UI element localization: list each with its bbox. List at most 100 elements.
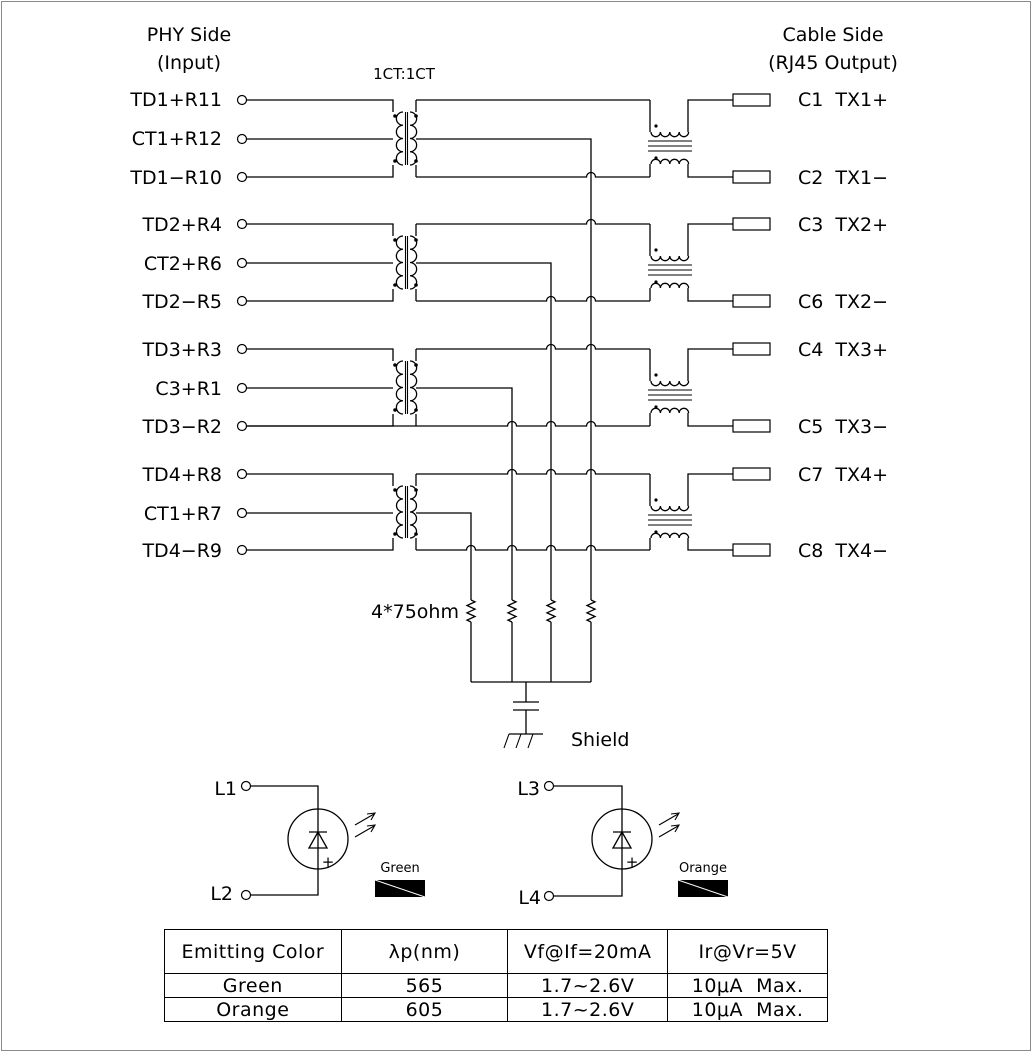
input-terminal bbox=[236, 343, 248, 355]
secondary-winding bbox=[409, 235, 418, 290]
polarity-dot bbox=[393, 363, 397, 367]
table-header-cell: λp(nm) bbox=[340, 929, 509, 974]
ct-bus bbox=[416, 262, 552, 600]
input-terminal bbox=[236, 507, 248, 519]
cable-side-subtitle: (RJ45 Output) bbox=[768, 52, 898, 74]
led-terminal bbox=[543, 780, 555, 792]
resistor bbox=[506, 599, 518, 623]
primary-wire bbox=[246, 538, 394, 551]
secondary-wire bbox=[416, 295, 650, 302]
rj45-contact bbox=[732, 170, 771, 184]
led-cathode-label: L4 bbox=[518, 887, 541, 909]
polarity-dot bbox=[654, 248, 658, 252]
input-terminal bbox=[236, 171, 248, 183]
light-arrow bbox=[658, 825, 679, 838]
led-anode-label: L3 bbox=[517, 778, 540, 800]
chassis-ground-hatch bbox=[515, 733, 522, 749]
input-terminal bbox=[236, 218, 248, 230]
polarity-dot bbox=[393, 532, 397, 536]
ct-bus bbox=[416, 512, 472, 600]
table-cell: Orange bbox=[164, 997, 342, 1022]
cable-pin-label: C5 TX3− bbox=[798, 416, 888, 438]
polarity-dot bbox=[414, 159, 418, 163]
chassis-ground-hatch bbox=[527, 733, 534, 749]
polarity-dot bbox=[414, 532, 418, 536]
primary-winding bbox=[395, 111, 404, 166]
cable-pin-label: C4 TX3+ bbox=[798, 339, 888, 361]
phy-pin-label: TD4−R9 bbox=[141, 540, 222, 562]
primary-wire bbox=[246, 473, 394, 486]
rj45-contact bbox=[732, 419, 771, 433]
polarity-dot bbox=[393, 238, 397, 242]
resistor-label: 4*75ohm bbox=[371, 601, 459, 623]
phy-pin-label: TD2+R4 bbox=[141, 214, 222, 236]
primary-wire bbox=[246, 99, 394, 112]
choke-output-wire bbox=[687, 288, 733, 302]
light-arrow bbox=[354, 813, 375, 826]
phy-pin-label: CT2+R6 bbox=[144, 253, 222, 275]
secondary-wire bbox=[416, 171, 650, 178]
polarity-dot bbox=[654, 530, 658, 534]
secondary-wire bbox=[416, 218, 650, 225]
diode-triangle bbox=[307, 830, 329, 849]
polarity-dot bbox=[393, 488, 397, 492]
phy-pin-label: TD1+R11 bbox=[129, 89, 222, 111]
led-terminal bbox=[240, 780, 252, 792]
choke-winding bbox=[650, 158, 690, 165]
components bbox=[236, 93, 771, 902]
light-arrow bbox=[658, 813, 679, 826]
led-polarity-mark: + bbox=[322, 853, 335, 871]
turns-ratio-label: 1CT:1CT bbox=[373, 65, 436, 83]
rj45-contact bbox=[732, 217, 771, 231]
secondary-wire bbox=[246, 420, 650, 427]
table-cell: 1.7~2.6V bbox=[507, 997, 669, 1022]
color-swatch-diagonal bbox=[677, 879, 729, 898]
phy-side-title: PHY Side bbox=[147, 24, 231, 46]
primary-wire bbox=[246, 289, 394, 302]
polarity-dot bbox=[654, 280, 658, 284]
polarity-dot bbox=[654, 405, 658, 409]
choke-winding bbox=[650, 505, 690, 512]
resistor bbox=[585, 599, 597, 623]
phy-side-subtitle: (Input) bbox=[157, 52, 221, 74]
rj45-contact bbox=[732, 294, 771, 308]
phy-pin-label: TD2−R5 bbox=[141, 291, 222, 313]
primary-wire bbox=[246, 348, 394, 361]
polarity-dot bbox=[414, 114, 418, 118]
polarity-dot bbox=[414, 238, 418, 242]
polarity-dot bbox=[414, 283, 418, 287]
led-terminal bbox=[543, 890, 555, 902]
rj45-contact bbox=[732, 93, 771, 107]
cable-pin-label: C7 TX4+ bbox=[798, 464, 888, 486]
table-header-cell: Ir@Vr=5V bbox=[667, 929, 828, 974]
led-body bbox=[287, 808, 349, 870]
input-terminal bbox=[236, 420, 248, 432]
polarity-dot bbox=[414, 408, 418, 412]
table-cell: Green bbox=[164, 973, 342, 998]
secondary-wire bbox=[416, 343, 650, 350]
rj45-contact bbox=[732, 543, 771, 557]
led-wire bbox=[553, 785, 623, 810]
resistor bbox=[465, 599, 477, 623]
cable-pin-label: C6 TX2− bbox=[798, 291, 888, 313]
polarity-dot bbox=[654, 156, 658, 160]
choke-winding bbox=[650, 282, 690, 289]
table-row: Orange 605 1.7~2.6V 10μA Max. bbox=[164, 997, 828, 1022]
secondary-wire bbox=[416, 544, 650, 551]
led-color-label: Orange bbox=[679, 861, 727, 876]
ct-bus bbox=[416, 138, 592, 600]
input-terminal bbox=[236, 468, 248, 480]
ct-bus bbox=[416, 387, 513, 600]
cable-pin-label: C2 TX1− bbox=[798, 167, 888, 189]
input-terminal bbox=[236, 295, 248, 307]
led-color-label: Green bbox=[380, 861, 419, 876]
led-anode-label: L1 bbox=[214, 778, 237, 800]
led-wire bbox=[250, 785, 319, 810]
choke-winding bbox=[650, 131, 690, 138]
polarity-dot bbox=[414, 363, 418, 367]
led-wire bbox=[250, 868, 319, 896]
secondary-winding bbox=[409, 111, 418, 166]
